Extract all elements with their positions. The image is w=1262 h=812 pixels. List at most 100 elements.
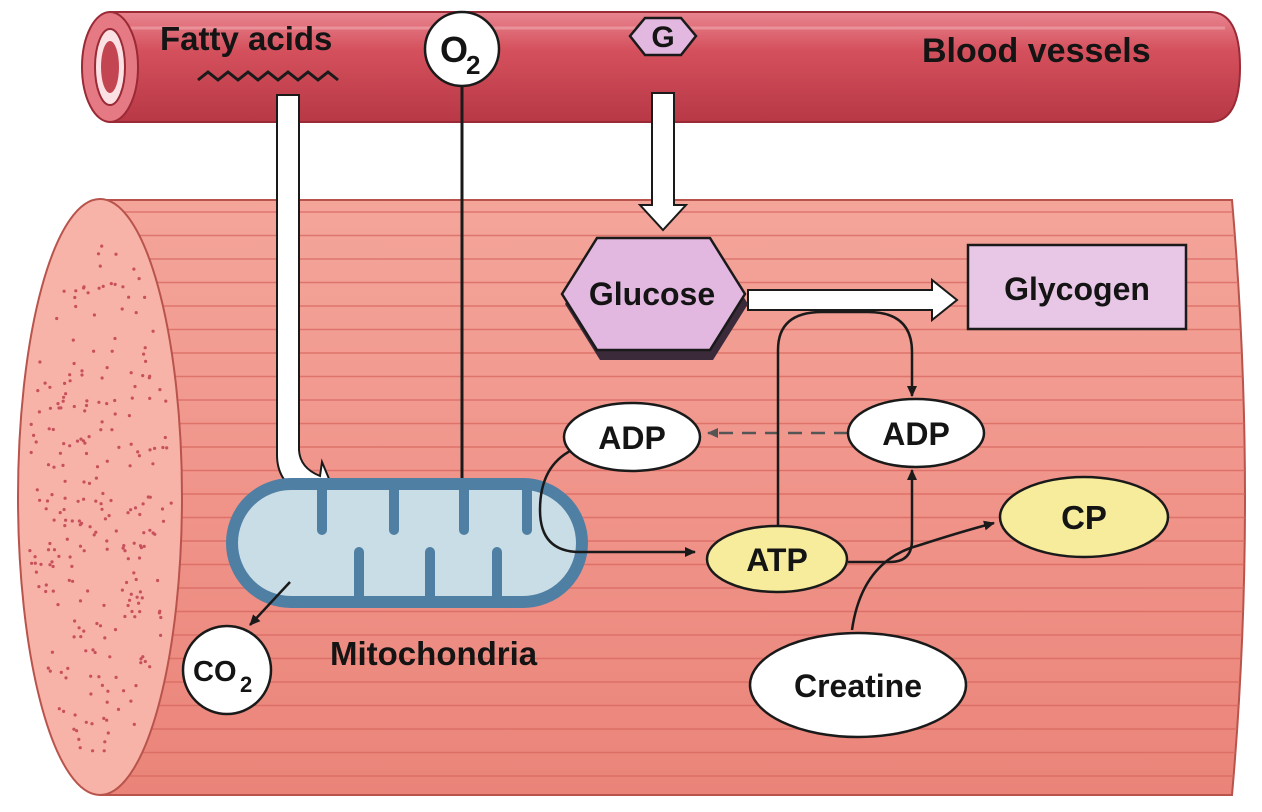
cross-section-dot	[97, 286, 101, 290]
cross-section-dot	[44, 507, 48, 511]
adp-to-atp-connector	[538, 448, 696, 557]
cross-section-dot	[161, 445, 165, 450]
creatine-label: Creatine	[794, 668, 922, 704]
cross-section-dot	[44, 589, 48, 594]
oxygen-subscript: 2	[466, 50, 480, 80]
cross-section-dot	[38, 498, 42, 502]
cross-section-dot	[114, 529, 118, 533]
cross-section-dot	[91, 648, 95, 652]
cross-section-dot	[113, 336, 117, 341]
cross-section-dot	[129, 592, 133, 596]
cross-section-dot	[33, 555, 37, 559]
cross-section-dot	[51, 427, 55, 432]
blood-vessel	[81, 11, 1242, 123]
cross-section-dot	[139, 661, 143, 665]
cross-section-dot	[100, 507, 104, 511]
cross-section-dot	[52, 548, 57, 552]
cross-section-dot	[79, 635, 83, 639]
cross-section-dot	[73, 713, 77, 717]
cross-section-dot	[132, 722, 136, 727]
cross-section-dot	[55, 316, 59, 321]
glucose-node: Glucose	[560, 236, 748, 360]
cross-section-dot	[92, 349, 96, 353]
cross-section-dot	[29, 450, 33, 455]
cross-section-dot	[98, 264, 102, 268]
cross-section-dot	[94, 530, 98, 534]
cross-section-dot	[141, 655, 145, 659]
cross-section-dot	[148, 374, 152, 378]
g-to-glucose-arrow	[637, 92, 689, 232]
glucose-label: Glucose	[589, 276, 715, 312]
cross-section-dot	[34, 570, 39, 574]
cross-section-dot	[48, 563, 52, 567]
cross-section-dot	[121, 546, 125, 550]
fatty-acids-label: Fatty acids	[160, 20, 332, 57]
cross-section-dot	[48, 669, 52, 673]
cross-section-dot	[106, 731, 110, 735]
cross-section-dot	[84, 403, 89, 408]
mitochondria	[226, 478, 588, 608]
cross-section-dot	[142, 531, 146, 535]
cross-section-dot	[130, 396, 134, 400]
cross-section-dot	[134, 684, 138, 688]
cross-section-dot	[123, 549, 127, 553]
cross-section-dot	[86, 291, 90, 295]
cross-section-dot	[132, 541, 136, 545]
cross-section-dot	[158, 609, 162, 613]
cross-section-dot	[68, 373, 72, 377]
cross-section-dot	[132, 267, 136, 271]
creatine-to-cp-arrow	[850, 520, 995, 631]
cross-section-dot	[77, 519, 81, 523]
cross-section-dot	[153, 446, 157, 450]
cross-section-dot	[137, 601, 141, 605]
cross-section-dot	[44, 583, 48, 587]
cross-section-dot	[117, 445, 121, 449]
cross-section-dot	[126, 557, 130, 561]
cross-section-dot	[84, 649, 88, 653]
cross-section-dot	[105, 700, 109, 704]
cross-section-dot	[105, 539, 109, 543]
adp-left-node: ADP	[562, 401, 702, 473]
cross-section-dot	[58, 451, 63, 455]
cross-section-dot	[83, 441, 87, 445]
cross-section-dot	[73, 619, 77, 623]
cross-section-dot	[96, 252, 101, 256]
cross-section-dot	[159, 633, 163, 638]
adp-left-label: ADP	[598, 420, 666, 456]
cross-section-dot	[105, 402, 109, 406]
cross-section-dot	[75, 729, 79, 733]
cross-section-dot	[78, 544, 83, 548]
cross-section-dot	[73, 295, 77, 300]
cross-section-dot	[78, 523, 82, 527]
cross-section-dot	[46, 463, 51, 467]
cross-section-dot	[30, 561, 34, 565]
cross-section-dot	[50, 493, 54, 497]
cross-section-dot	[68, 555, 72, 559]
cross-section-dot	[80, 369, 84, 373]
cross-section-dot	[94, 499, 98, 503]
oxygen-node: O 2	[423, 10, 501, 88]
cross-section-dot	[126, 603, 130, 608]
cross-section-dot	[82, 480, 86, 484]
cross-section-dot	[113, 412, 117, 416]
cross-section-dot	[103, 636, 107, 640]
cross-section-dot	[58, 510, 62, 515]
cross-section-dot	[37, 585, 41, 589]
cross-section-dots	[28, 244, 173, 753]
cross-section-dot	[62, 507, 66, 512]
cross-section-dot	[97, 675, 101, 679]
cp-node: CP	[998, 475, 1170, 559]
cross-section-dot	[98, 624, 103, 628]
cross-section-dot	[133, 506, 138, 510]
cross-section-dot	[129, 699, 133, 703]
cross-section-dot	[89, 674, 93, 678]
cross-section-dot	[35, 488, 39, 492]
cross-section-dot	[72, 635, 76, 639]
cross-section-dot	[71, 579, 75, 583]
cross-section-dot	[36, 389, 40, 393]
cross-section-dot	[141, 502, 145, 506]
cross-section-dot	[66, 666, 70, 671]
cross-section-dot	[37, 410, 42, 414]
cross-section-dot	[137, 454, 141, 458]
